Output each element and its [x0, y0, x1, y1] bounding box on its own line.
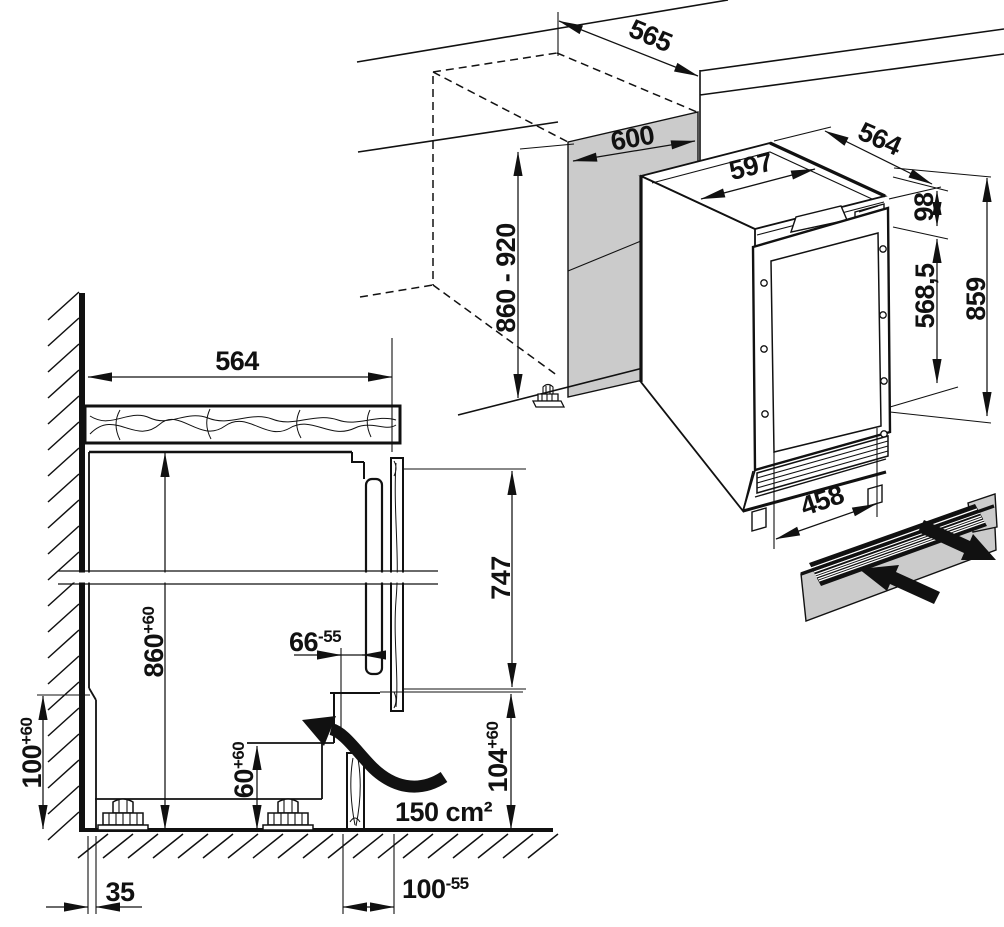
dim-niche-width-iso: 600 [608, 120, 656, 157]
worktop-section [83, 404, 402, 445]
section-dimensions [37, 338, 526, 914]
dim-rear-clearance: 100+60 [17, 718, 47, 789]
dim-appliance-depth: 564 [854, 116, 906, 161]
appliance-plinth-vent [756, 435, 889, 494]
appliance-door [751, 206, 892, 472]
niche-dashed-outline [359, 52, 698, 377]
adjustable-foot-iso [531, 383, 566, 408]
section-view: 564 860+60 747 66-55 100+60 60+60 104+60… [17, 291, 559, 914]
dim-front-gap: 66-55 [289, 627, 341, 657]
dim-niche-width: 564 [215, 346, 259, 376]
grille-front-edge [800, 504, 995, 576]
air-in-arrow-icon [859, 565, 940, 604]
dim-door-panel-height: 568,5 [910, 263, 940, 329]
dim-vent-area: 150 cm² [395, 797, 493, 827]
appliance [638, 141, 892, 532]
wall [79, 293, 85, 832]
dim-niche-depth: 565 [625, 13, 677, 58]
appliance-top-frame [351, 452, 365, 479]
worktop-edge-lines [356, 0, 1004, 161]
vent-grille [800, 493, 998, 622]
air-out-arrow-icon [918, 520, 996, 560]
door-mounting-holes [760, 245, 888, 438]
floor [79, 828, 553, 832]
floor-hatch [77, 833, 559, 859]
niche-rear-wall-line [88, 452, 97, 830]
door-inner-panel [770, 232, 882, 453]
appliance-side-face [640, 174, 756, 513]
dim-door-length: 747 [486, 556, 516, 600]
dim-wall-gap: 35 [105, 877, 135, 907]
adjustable-foot-left [97, 798, 149, 831]
iso-dimensions [513, 20, 992, 549]
plinth-board [346, 752, 365, 830]
dim-appliance-height: 859 [961, 277, 991, 321]
wall-hatch [47, 291, 80, 841]
adjustable-foot-right [262, 798, 314, 831]
dim-plinth-recess: 100-55 [402, 874, 469, 904]
dim-foot-height: 60+60 [229, 742, 259, 798]
appliance-bottom-edge [742, 470, 887, 513]
dim-plinth-vent-height: 104+60 [483, 722, 513, 793]
break-lines [58, 570, 438, 585]
isometric-view: 565 600 860 - 920 564 597 98 568,5 859 4… [356, 0, 1004, 622]
dim-niche-height-range: 860 - 920 [491, 223, 521, 333]
airflow-arrow [302, 716, 448, 793]
dim-niche-height: 860+60 [139, 607, 169, 678]
appliance-base-lip [742, 458, 887, 512]
niche-panel-fold [567, 240, 642, 272]
dim-top-clearance: 98 [909, 192, 939, 222]
appliance-underside-lines [95, 742, 334, 800]
